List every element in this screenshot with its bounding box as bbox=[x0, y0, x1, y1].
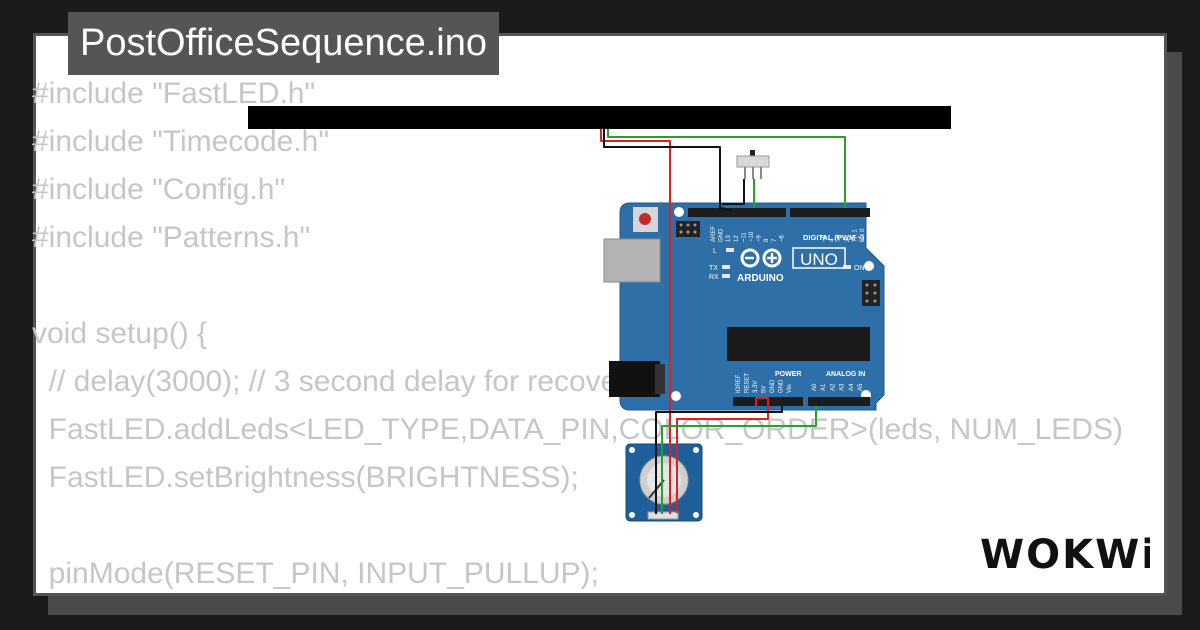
wire-black bbox=[722, 179, 745, 205]
pin-label: 4 bbox=[830, 238, 836, 242]
pin-label: A4 bbox=[849, 383, 855, 391]
minus-icon bbox=[745, 256, 754, 260]
mounting-hole bbox=[864, 261, 874, 271]
mounting-hole bbox=[671, 391, 681, 401]
code-line: void setup() { bbox=[32, 317, 208, 350]
board-model: UNO bbox=[800, 250, 838, 269]
wire-red bbox=[676, 397, 769, 513]
power-jack bbox=[609, 361, 660, 397]
wire-green bbox=[607, 129, 846, 208]
power-jack-tip bbox=[655, 364, 665, 394]
led-strip bbox=[248, 106, 951, 129]
code-background: #include "FastLED.h" #include "Timecode.h… bbox=[32, 70, 1123, 598]
code-line: #include "Timecode.h" bbox=[32, 125, 330, 158]
code-line: #include "Config.h" bbox=[32, 173, 286, 206]
potentiometer bbox=[625, 443, 703, 522]
wire-black bbox=[603, 129, 733, 211]
led-on bbox=[843, 265, 851, 269]
reset-button-cap bbox=[639, 213, 651, 225]
project-title: PostOfficeSequence.ino bbox=[68, 12, 500, 75]
digital-header-right bbox=[790, 208, 870, 217]
pin-label: ~3 bbox=[837, 234, 843, 242]
pin-label: A2 bbox=[830, 383, 836, 391]
digital-header-left bbox=[688, 208, 786, 217]
pin-label: ~9 bbox=[757, 234, 763, 242]
on-label: ON bbox=[854, 265, 865, 272]
atmega-chip bbox=[727, 327, 870, 361]
slide-switch bbox=[736, 150, 770, 179]
code-line: #include "Patterns.h" bbox=[32, 221, 311, 254]
pin-label: 2 bbox=[845, 238, 851, 242]
pin-label: 7 bbox=[772, 238, 778, 242]
wire-black bbox=[655, 406, 783, 514]
analog-header bbox=[808, 397, 870, 406]
pin-label: 8 bbox=[764, 238, 770, 242]
uno-label-box bbox=[792, 247, 846, 269]
code-line: FastLED.setBrightness(BRIGHTNESS); bbox=[32, 461, 579, 494]
pin-label: A5 bbox=[858, 383, 864, 391]
pin-label: A0 bbox=[812, 383, 818, 391]
usb-port bbox=[603, 238, 661, 283]
pin-label: GND bbox=[770, 379, 776, 393]
code-line: // delay(3000); // 3 second delay for re… bbox=[32, 365, 643, 398]
pin-label: ~5 bbox=[822, 234, 828, 242]
pin-label: 13 bbox=[726, 235, 732, 242]
pin-label: GND bbox=[719, 228, 725, 242]
pin-label: Vin bbox=[787, 384, 793, 393]
icsp-header bbox=[862, 280, 880, 306]
analog-label: ANALOG IN bbox=[826, 371, 865, 378]
pin-label: A3 bbox=[840, 383, 846, 391]
pin-label: TX 1 bbox=[852, 229, 858, 242]
l-label: L bbox=[713, 248, 717, 255]
code-line: pinMode(RESET_PIN, INPUT_PULLUP); bbox=[32, 557, 599, 590]
power-label: POWER bbox=[775, 371, 801, 378]
rx-label: RX bbox=[709, 274, 719, 281]
wokwi-logo-text: WOKWi bbox=[980, 532, 1150, 578]
pin-label: ~10 bbox=[749, 231, 755, 242]
pin-label: 5V bbox=[762, 386, 768, 393]
pin-label: RX 0 bbox=[860, 228, 866, 242]
pin-label: GND bbox=[779, 379, 785, 393]
pin-label: IOREF bbox=[736, 374, 742, 393]
pin-label: 3.3V bbox=[753, 381, 759, 393]
pin-label: A1 bbox=[821, 383, 827, 391]
wires bbox=[600, 129, 846, 514]
pin-label: ~6 bbox=[779, 234, 785, 242]
led-l bbox=[726, 248, 734, 252]
led-tx bbox=[722, 265, 730, 269]
arduino-uno-board: UNO ARDUINO DIGITAL (PWM ~) ON L TX RX P… bbox=[603, 202, 885, 411]
pin-label: RESET bbox=[745, 373, 751, 393]
code-line: #include "FastLED.h" bbox=[32, 77, 316, 110]
wire-red bbox=[600, 129, 671, 514]
icsp-header bbox=[676, 221, 700, 237]
pin-label: 12 bbox=[734, 235, 740, 242]
mounting-hole bbox=[674, 207, 684, 217]
tx-label: TX bbox=[709, 265, 718, 272]
arduino-infinity-icon bbox=[740, 248, 782, 268]
board-brand: ARDUINO bbox=[737, 273, 784, 284]
pin-label: ~11 bbox=[741, 232, 747, 242]
pin-label: AREF bbox=[711, 226, 717, 242]
code-line: FastLED.addLeds<LED_TYPE,DATA_PIN,COLOR_… bbox=[32, 413, 1123, 446]
led-rx bbox=[722, 274, 730, 278]
wire-green bbox=[661, 406, 817, 514]
digital-label: DIGITAL (PWM ~) bbox=[803, 233, 865, 242]
plus-icon-v bbox=[770, 253, 774, 263]
wokwi-logo: WOKWi bbox=[980, 532, 1150, 578]
